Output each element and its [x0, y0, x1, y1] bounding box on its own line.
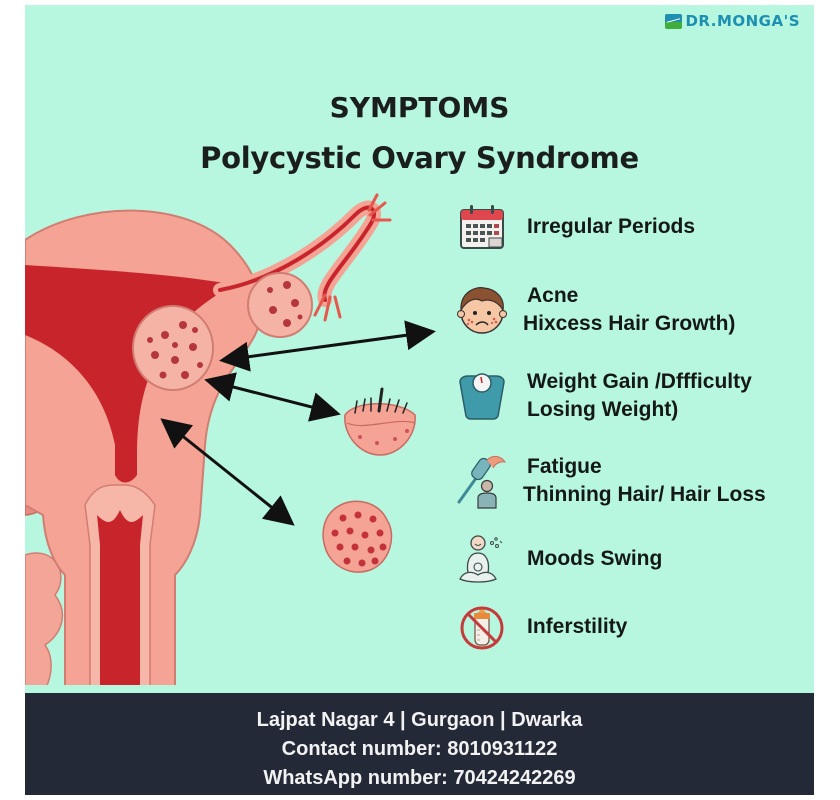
footer-contact-number[interactable]: Contact number: 8010931122 — [281, 738, 558, 760]
contact-footer: Lajpat Nagar 4 | Gurgaon | Dwarka Contac… — [25, 693, 814, 795]
no-baby-bottle-icon — [455, 600, 509, 654]
infographic-panel: DR.MONGA'S SYMPTOMS Polycystic Ovary Syn… — [25, 5, 814, 795]
hair-follicle-callout — [344, 387, 416, 456]
acne-face-icon — [455, 283, 509, 337]
symptom-item: Irregular Periods — [455, 200, 695, 254]
weighing-scale-icon — [455, 369, 509, 423]
symptom-text: Fatigue Thinning Hair/ Hair Loss — [523, 455, 766, 506]
hairbrush-person-icon — [455, 454, 509, 509]
symptom-text: Acne Hixcess Hair Growth) — [523, 284, 736, 335]
symptom-text: Irregular Periods — [527, 215, 696, 238]
logo-mark-icon — [665, 13, 683, 29]
calendar-icon — [455, 200, 509, 254]
page-title: SYMPTOMS — [329, 91, 510, 124]
page-subtitle: Polycystic Ovary Syndrome — [200, 141, 639, 175]
symptom-text: Inferstility — [527, 615, 628, 638]
logo-text: DR.MONGA'S — [685, 12, 800, 30]
symptom-item: Inferstility — [455, 600, 627, 654]
symptom-text: Moods Swing — [527, 547, 663, 570]
symptom-item: Fatigue Thinning Hair/ Hair Loss — [455, 453, 766, 509]
footer-whatsapp-number[interactable]: WhatsApp number: 70424242269 — [263, 767, 576, 789]
symptom-item: Acne Hixcess Hair Growth) — [455, 282, 735, 338]
symptom-item: Moods Swing — [455, 532, 662, 586]
symptom-item: Weight Gain /Dffficulty Losing Weight) — [455, 368, 752, 424]
uterus-illustration — [25, 193, 436, 685]
brand-logo[interactable]: DR.MONGA'S — [665, 12, 800, 30]
symptom-text: Weight Gain /Dffficulty Losing Weight) — [527, 370, 752, 421]
footer-locations: Lajpat Nagar 4 | Gurgaon | Dwarka — [256, 709, 583, 731]
cystic-ovary-callout — [322, 500, 393, 573]
meditating-person-icon — [455, 532, 509, 586]
